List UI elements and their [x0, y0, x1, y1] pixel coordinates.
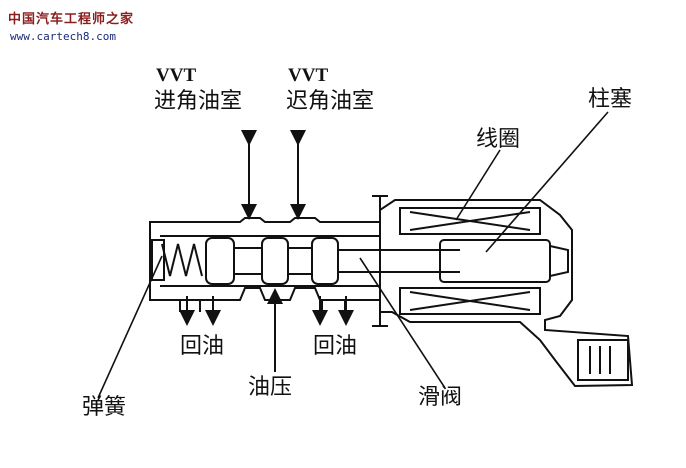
coil-upper	[399, 207, 541, 235]
label-vvt-advance-prefix: VVT	[156, 65, 197, 86]
spool-land-1	[205, 237, 235, 285]
leader-spring	[97, 255, 163, 399]
leader-coil	[455, 149, 501, 221]
coil-upper-winding	[409, 211, 531, 231]
mounting-flange	[372, 195, 388, 327]
label-drain-left: 回油	[180, 334, 225, 359]
label-coil: 线圈	[476, 127, 521, 152]
spool-land-3	[311, 237, 339, 285]
leader-plunger	[485, 111, 609, 253]
plunger-body	[439, 239, 551, 283]
watermark-url: www.cartech8.com	[10, 30, 116, 43]
connector-body	[577, 339, 629, 381]
label-vvt-advance-chamber: 进角油室	[154, 89, 243, 114]
label-plunger: 柱塞	[588, 87, 633, 112]
label-drain-right: 回油	[313, 334, 358, 359]
spool-land-2	[261, 237, 289, 285]
connector-pins	[589, 346, 611, 374]
valve-body-outline	[149, 199, 634, 388]
plunger-end	[549, 245, 569, 277]
spool-shaft	[234, 247, 460, 275]
watermark-site-name: 中国汽车工程师之家	[8, 12, 135, 27]
label-vvt-retard-prefix: VVT	[288, 65, 329, 86]
coil-lower-winding	[409, 291, 531, 311]
label-oil-pressure: 油压	[248, 375, 293, 400]
drain-port-right	[321, 300, 346, 312]
spring-coil	[161, 243, 203, 277]
spring-seat	[151, 239, 165, 281]
leader-spool-valve	[359, 257, 446, 389]
coil-lower	[399, 287, 541, 315]
label-spool-valve: 滑阀	[418, 385, 463, 410]
drain-port-left	[179, 300, 201, 312]
label-spring: 弹簧	[82, 395, 127, 420]
label-vvt-retard-chamber: 迟角油室	[286, 89, 375, 114]
